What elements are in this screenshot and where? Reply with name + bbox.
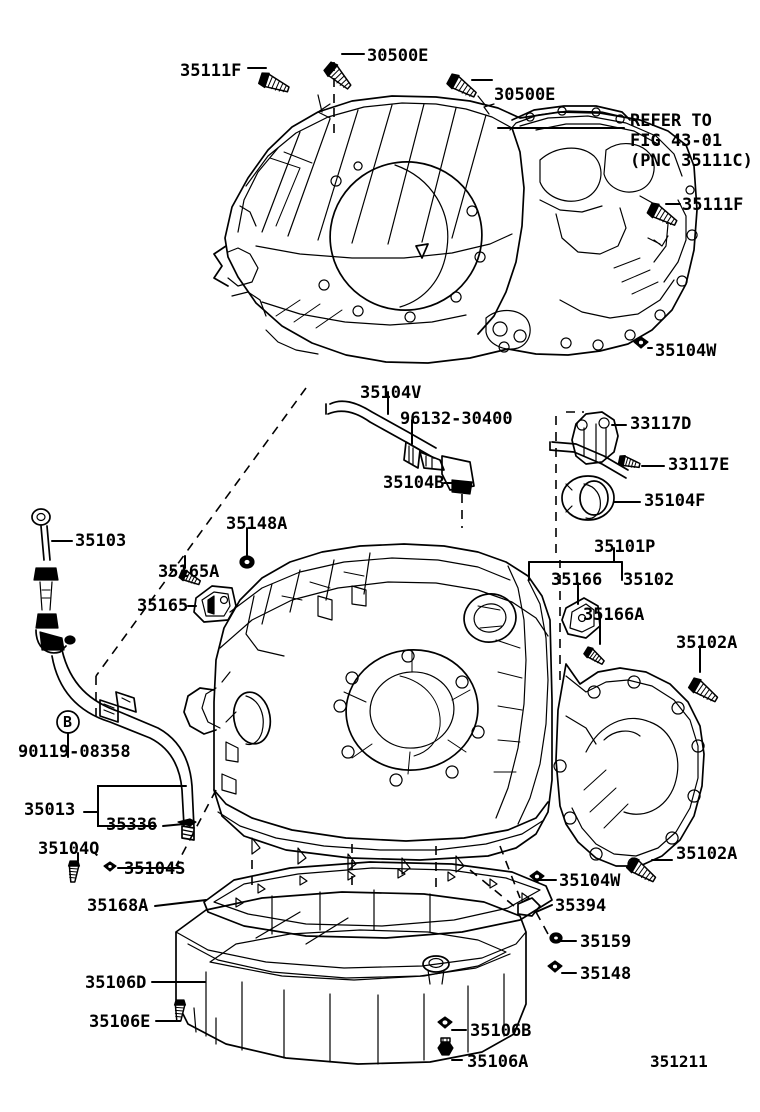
callout-35104F: 35104F bbox=[644, 491, 706, 511]
misc-small-parts bbox=[517, 870, 563, 973]
callout-35106D: 35106D bbox=[85, 973, 147, 993]
balloon-letter-B: B bbox=[63, 713, 73, 731]
callout-35111F-right: 35111F bbox=[682, 195, 744, 215]
callout-35159: 35159 bbox=[580, 932, 632, 952]
callout-35168A: 35168A bbox=[87, 896, 149, 916]
callout-35102A-lower: 35102A bbox=[676, 844, 738, 864]
lower-leader-lines bbox=[51, 387, 701, 1061]
callout-35103: 35103 bbox=[75, 531, 127, 551]
callout-35104B: 35104B bbox=[383, 473, 445, 493]
gasket-35106B bbox=[437, 1016, 453, 1029]
upper-leader-lines bbox=[247, 53, 681, 349]
gasket-35148 bbox=[547, 960, 563, 973]
callout-35101P: 35101P bbox=[594, 537, 656, 557]
oring-35336 bbox=[177, 818, 197, 827]
shift-lever-bracket-group bbox=[549, 411, 642, 556]
figure-number: 351211 bbox=[650, 1052, 708, 1071]
oil-seal-35104F bbox=[561, 475, 615, 521]
callout-35106E: 35106E bbox=[89, 1012, 151, 1032]
callout-35104Q: 35104Q bbox=[38, 839, 100, 859]
bolt-35102A-upper bbox=[686, 675, 722, 706]
callout-35102A-upper: 35102A bbox=[676, 633, 738, 653]
callout-35336: 35336 bbox=[106, 815, 158, 835]
plug-35159 bbox=[549, 932, 563, 944]
note-refer-line1: REFER TO bbox=[630, 111, 712, 131]
callout-35106B: 35106B bbox=[470, 1021, 532, 1041]
bolt-35111F-top-left bbox=[257, 70, 292, 96]
bracket-35166-group bbox=[561, 597, 608, 667]
callout-35102: 35102 bbox=[623, 570, 675, 590]
bolt-33117E bbox=[617, 453, 642, 471]
callout-30500E-right: 30500E bbox=[494, 85, 556, 105]
side-cover-35102-illustration bbox=[553, 663, 705, 871]
upper-housing-fasteners bbox=[257, 59, 681, 349]
transaxle-case-illustration bbox=[183, 543, 553, 875]
callout-35148: 35148 bbox=[580, 964, 632, 984]
breather-hose-group bbox=[325, 400, 475, 528]
callout-35106A: 35106A bbox=[467, 1052, 529, 1072]
note-refer-line3: (PNC 35111C) bbox=[630, 151, 753, 171]
callout-35166A: 35166A bbox=[583, 605, 645, 625]
callout-35104S: 35104S bbox=[124, 859, 186, 879]
callout-90119-08358: 90119-08358 bbox=[18, 742, 131, 762]
washer-35104W-lower bbox=[529, 870, 545, 883]
callout-35165: 35165 bbox=[137, 596, 189, 616]
callout-35104V: 35104V bbox=[360, 383, 422, 403]
bolt-35106E bbox=[173, 999, 187, 1022]
bolt-30500E-top bbox=[321, 59, 357, 92]
note-refer-line2: FIG 43-01 bbox=[630, 131, 723, 151]
drain-plug-35106A bbox=[437, 1037, 454, 1056]
callout-35148A: 35148A bbox=[226, 514, 288, 534]
callout-35013: 35013 bbox=[24, 800, 76, 820]
bolt-35166A bbox=[582, 644, 608, 667]
plug-35148A bbox=[239, 555, 255, 569]
callout-35165A: 35165A bbox=[158, 562, 220, 582]
bolt-35111F-right bbox=[645, 200, 681, 229]
callout-96132-30400: 96132-30400 bbox=[400, 409, 513, 429]
callout-33117E: 33117E bbox=[668, 455, 730, 475]
callout-35104W-lower: 35104W bbox=[559, 871, 621, 891]
bolt-30500E-top-right bbox=[445, 71, 481, 101]
washer-35104S bbox=[103, 861, 117, 872]
oil-pan-illustration bbox=[173, 861, 553, 1065]
bolt-35104Q bbox=[67, 860, 81, 883]
upper-transaxle-housing-illustration bbox=[213, 95, 698, 364]
callout-35104W-upper: 35104W bbox=[655, 341, 717, 361]
callout-35394: 35394 bbox=[555, 896, 607, 916]
bracket-35165-group bbox=[177, 555, 255, 623]
callout-35111F-top: 35111F bbox=[180, 61, 242, 81]
callout-33117D: 33117D bbox=[630, 414, 692, 434]
callout-30500E-top: 30500E bbox=[367, 46, 429, 66]
callout-35166: 35166 bbox=[551, 570, 603, 590]
washer-35104W-upper bbox=[633, 336, 649, 349]
